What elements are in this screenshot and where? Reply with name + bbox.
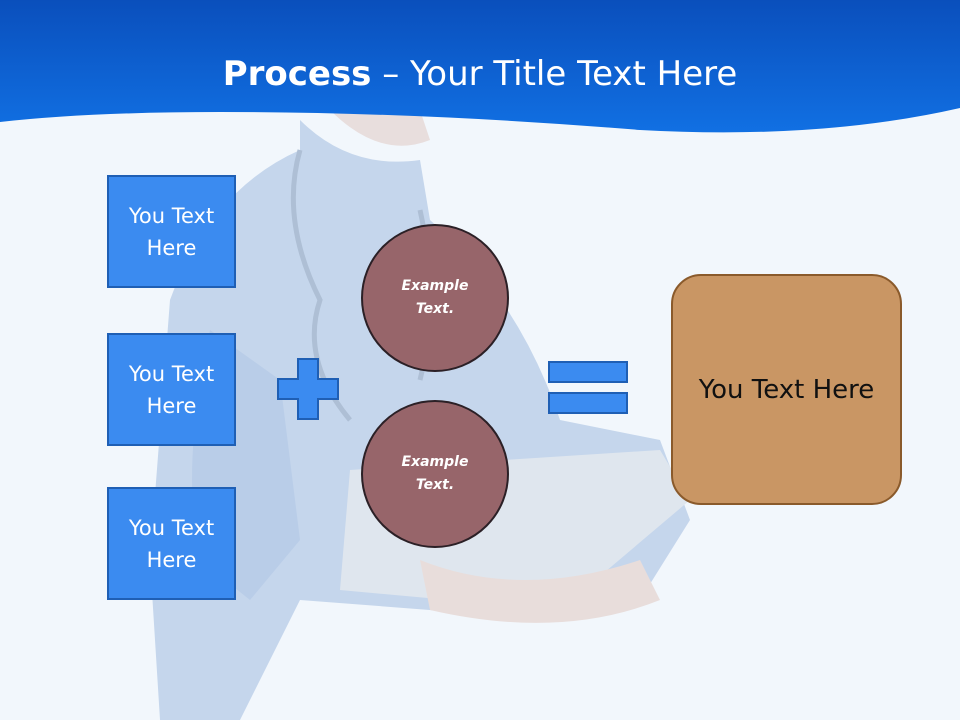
input-box-2: You Text Here [107,333,236,446]
result-box-text: You Text Here [698,374,875,405]
circle-1: Example Text. [361,224,509,372]
circle-2-text: Example Text. [401,454,469,493]
input-box-3: You Text Here [107,487,236,600]
circle-1-text: Example Text. [401,278,469,317]
equals-icon [548,361,628,414]
title-rest: – Your Title Text Here [371,54,738,94]
input-box-2-text: You Text Here [128,361,215,418]
header-banner [0,0,960,133]
slide-title: Process – Your Title Text Here [0,52,960,96]
circle-2: Example Text. [361,400,509,548]
input-box-1: You Text Here [107,175,236,288]
plus-icon [277,358,339,420]
input-box-1-text: You Text Here [128,203,215,260]
input-box-3-text: You Text Here [128,515,215,572]
result-box: You Text Here [671,274,902,505]
title-bold: Process [222,54,372,94]
